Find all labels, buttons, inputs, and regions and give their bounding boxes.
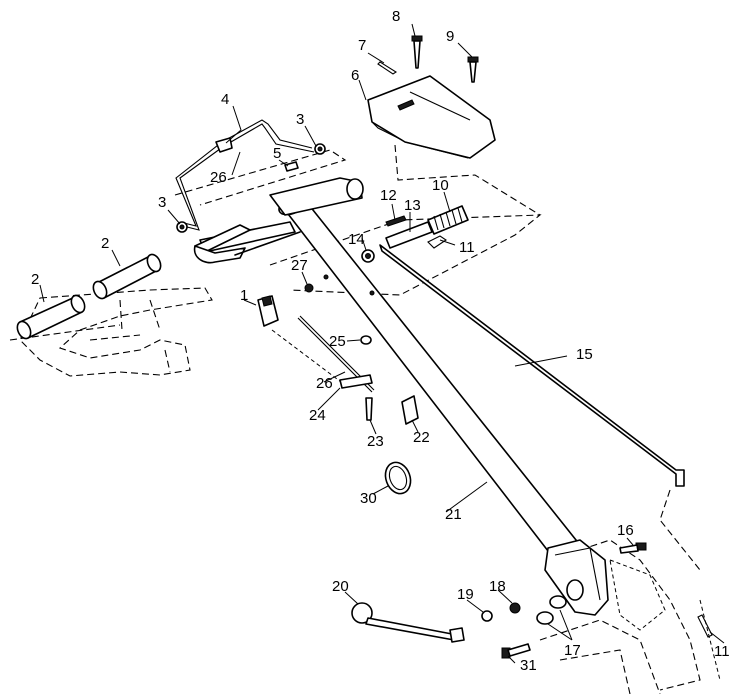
grip-right (92, 253, 162, 300)
callout-16: 16 (617, 522, 634, 539)
callout-7: 7 (358, 37, 366, 54)
phantom-lower-frame (539, 489, 721, 694)
hairpin-11-bottom (697, 614, 713, 638)
strip-7 (377, 61, 398, 75)
callout-11-bottom: 11 (714, 643, 730, 660)
callout-30: 30 (360, 490, 377, 507)
callout-5: 5 (273, 145, 281, 162)
bolt-8 (411, 35, 423, 69)
bolt-12 (385, 215, 407, 227)
callout-26-mid: 26 (316, 375, 333, 392)
callout-20: 20 (332, 578, 349, 595)
phantom-handle-bracket (9, 287, 213, 377)
callout-4: 4 (221, 91, 229, 108)
phantom-top-plate (174, 144, 542, 296)
clip-22 (401, 395, 419, 425)
cover-shield (367, 75, 496, 159)
callout-labels: 4 3 5 26 3 2 2 8 7 9 6 10 12 13 11 14 27… (31, 8, 730, 674)
bail-wire (175, 119, 315, 231)
callout-31: 31 (520, 657, 537, 674)
callout-19: 19 (457, 586, 474, 603)
nut-18 (509, 602, 521, 614)
grip-left (16, 294, 86, 340)
callout-6: 6 (351, 67, 359, 84)
callout-23: 23 (367, 433, 384, 450)
callout-10: 10 (432, 177, 449, 194)
callout-25: 25 (329, 333, 346, 350)
shift-lever-20 (351, 602, 465, 643)
callout-3-right: 3 (296, 111, 304, 128)
callout-15: 15 (576, 346, 593, 363)
bushings-17 (536, 595, 567, 625)
callout-18: 18 (489, 578, 506, 595)
callout-2-left: 2 (31, 271, 39, 288)
callout-17: 17 (564, 642, 581, 659)
screw-23 (365, 397, 373, 421)
callout-8: 8 (392, 8, 400, 25)
callout-14: 14 (348, 231, 365, 248)
control-rod (379, 244, 685, 487)
callout-3-left: 3 (158, 194, 166, 211)
callout-9: 9 (446, 28, 454, 45)
callout-27: 27 (291, 257, 308, 274)
hose-clamp-30 (384, 461, 412, 495)
callout-22: 22 (413, 429, 430, 446)
callout-11-top: 11 (459, 239, 475, 256)
nut-27 (304, 283, 314, 293)
callout-13: 13 (404, 197, 421, 214)
handlebar-frame (193, 177, 364, 264)
callout-21: 21 (445, 506, 462, 523)
bolt-9 (467, 56, 479, 83)
spacer-25 (360, 335, 372, 345)
hairpin-11-top (427, 235, 447, 249)
clevis-pin-13 (385, 221, 433, 249)
washer-19 (481, 610, 493, 622)
bolt-16 (619, 542, 647, 554)
cable-bracket-1 (257, 295, 279, 327)
pin-5 (284, 161, 299, 172)
callout-24: 24 (309, 407, 326, 424)
callout-26-top: 26 (210, 169, 227, 186)
callout-12: 12 (380, 187, 397, 204)
tube-bottom-bracket (544, 539, 609, 616)
callout-1: 1 (240, 287, 248, 304)
callout-2-right: 2 (101, 235, 109, 252)
leader-lines (39, 23, 725, 664)
throttle-grip (427, 205, 469, 235)
bolt-31 (501, 643, 531, 659)
rod-end-24 (339, 374, 373, 389)
